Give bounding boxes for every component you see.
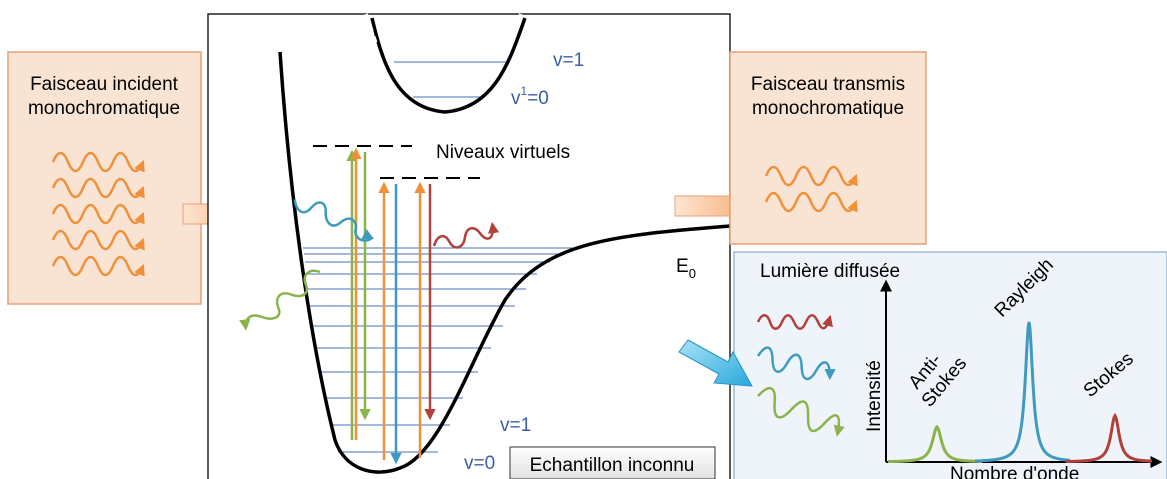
transmitted-wave	[764, 191, 858, 213]
upper-v1-label: v=1	[553, 50, 584, 71]
spectrum-peak-rayleigh	[974, 321, 1071, 463]
upper-potential-curve	[370, 17, 527, 114]
spectrum-y-label: Intensité	[864, 360, 885, 432]
teal-photon	[289, 197, 373, 242]
red-photon	[432, 221, 500, 249]
transmitted-title-line2: monochromatique	[752, 98, 904, 119]
upper-levels	[394, 61, 506, 98]
incident-wave	[51, 255, 145, 277]
virtual-levels-label: Niveaux virtuels	[436, 142, 570, 163]
scattered-teal-photon	[756, 346, 836, 381]
sample-label-box	[509, 446, 716, 479]
incident-wave	[51, 229, 145, 251]
transmitted-wave	[764, 165, 858, 187]
incident-title-line1: Faisceau incident	[30, 74, 179, 95]
dissociation-label: E0	[676, 256, 696, 281]
incident-beam-panel: Faisceau incident monochromatique	[7, 51, 202, 305]
scattered-title: Lumière diffusée	[760, 261, 900, 282]
scattered-green-photon	[757, 386, 845, 437]
scattered-red-photon	[756, 314, 833, 330]
incident-wave	[51, 177, 145, 199]
spectrum-peak-stokes	[1065, 412, 1153, 464]
scattered-light-panel: Lumière diffusée Intensité Nombre d'onde…	[678, 251, 1167, 479]
energy-diagram: Niveaux virtuels v=1 v1=0 v=1 v=0 E0 Ech…	[207, 13, 731, 479]
ground-v1-label: v=1	[500, 415, 531, 436]
incident-wave	[51, 203, 145, 225]
incident-waves	[51, 151, 145, 277]
spectrum-peak-anti-stokes	[887, 424, 983, 464]
scattering-arrow	[678, 339, 753, 387]
sample-label: Echantillon inconnu	[530, 455, 695, 476]
spectrum-x-label: Nombre d'onde	[950, 464, 1079, 479]
green-photon	[239, 269, 321, 331]
upper-v0-label: v1=0	[511, 84, 549, 109]
incident-wave	[51, 151, 145, 173]
incident-title-line2: monochromatique	[28, 98, 180, 119]
transmitted-title-line1: Faisceau transmis	[751, 74, 905, 95]
transmitted-beam-panel: Faisceau transmis monochromatique	[729, 51, 927, 245]
ground-levels	[303, 247, 580, 453]
ground-v0-label: v=0	[464, 453, 495, 474]
